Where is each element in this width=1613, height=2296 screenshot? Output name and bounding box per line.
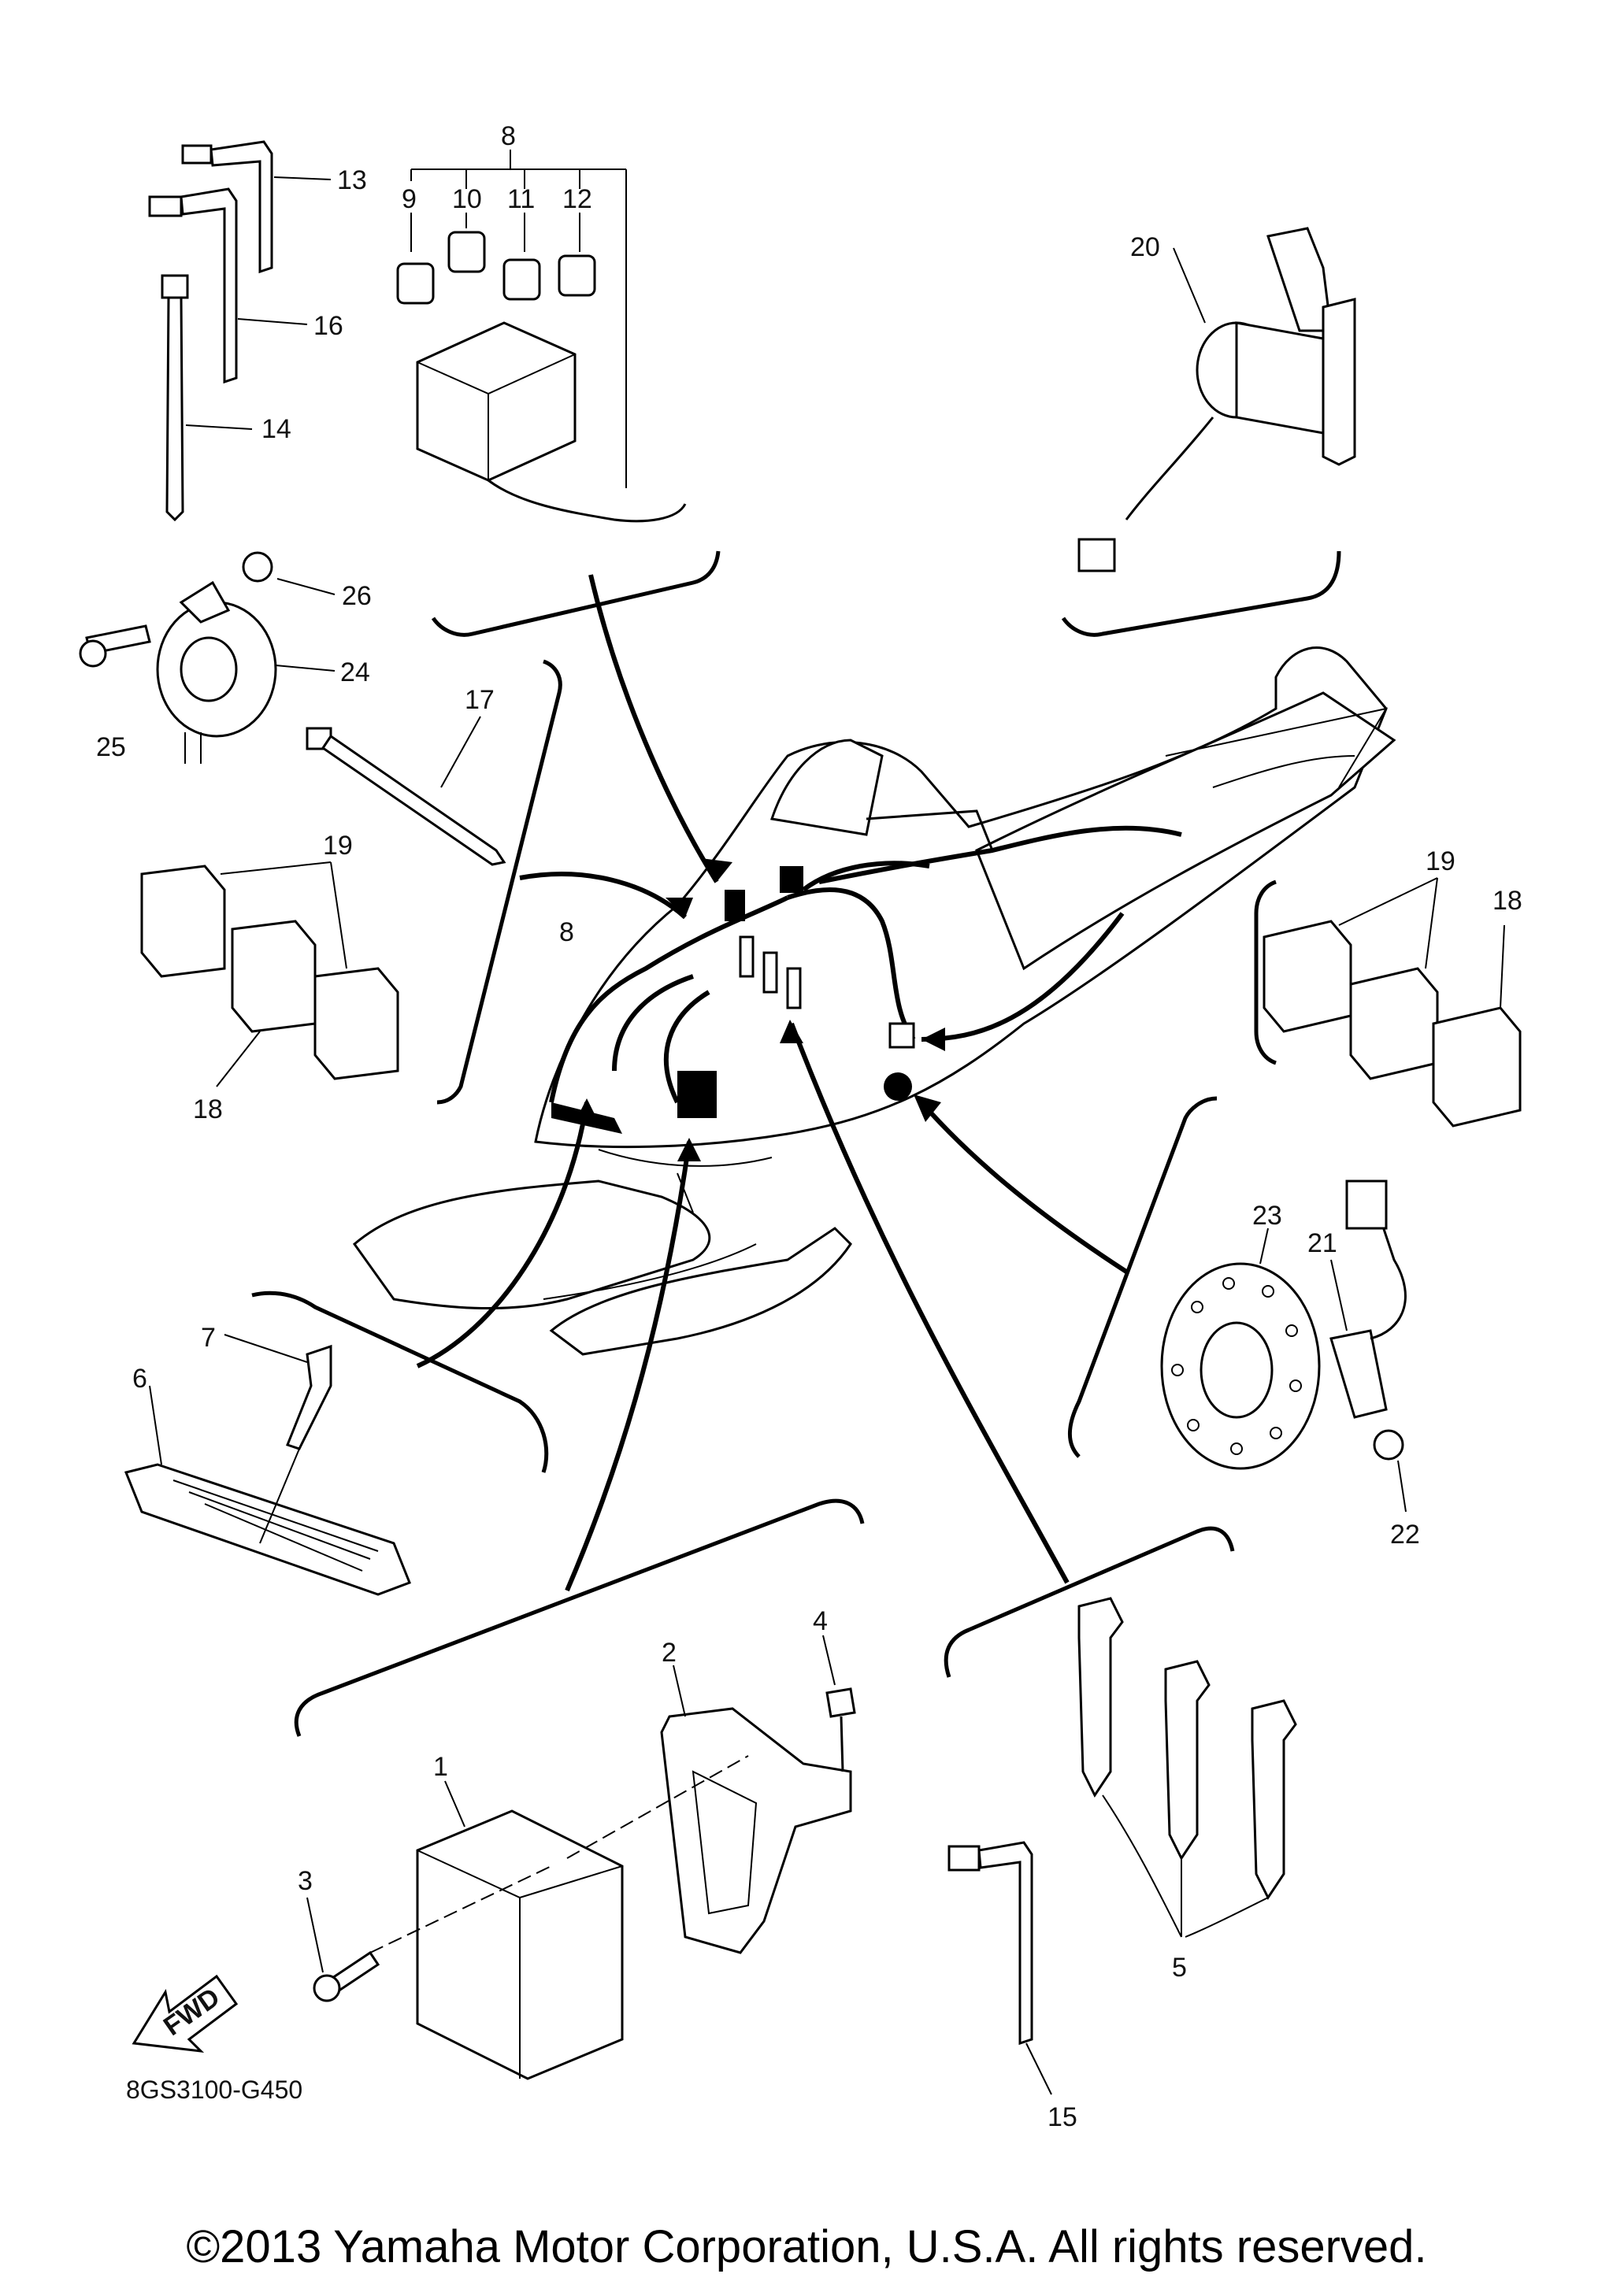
callout-18-left: 18: [193, 1094, 223, 1124]
leader-lines: [416, 574, 1128, 1592]
callout-19-left: 19: [323, 831, 353, 861]
copyright-notice: ©2013 Yamaha Motor Corporation, U.S.A. A…: [186, 2221, 1427, 2272]
cable-ties-group: [148, 140, 332, 522]
fwd-arrow-icon: FWD: [132, 1974, 239, 2053]
callout-20: 20: [1130, 232, 1160, 262]
callout-4: 4: [813, 1606, 828, 1636]
callout-labels: 1 2 3 4 5 6 7 8 8 9 10 11 12 13 14 15 16…: [96, 121, 1522, 2132]
plug-caps-group: [947, 1597, 1297, 2095]
callout-25: 25: [96, 732, 126, 762]
callout-6: 6: [132, 1364, 147, 1394]
callout-5: 5: [1172, 1953, 1187, 1983]
callout-26: 26: [342, 581, 372, 611]
callout-21: 21: [1307, 1228, 1337, 1258]
horn-group: [79, 551, 336, 764]
callout-10: 10: [452, 184, 482, 214]
diagram-code: 8GS3100-G450: [126, 2076, 302, 2104]
callout-13: 13: [337, 165, 367, 195]
callout-7: 7: [201, 1323, 216, 1353]
callout-23: 23: [1252, 1201, 1282, 1231]
callout-12: 12: [562, 184, 592, 214]
relays-right-group: [1263, 877, 1522, 1128]
callout-22: 22: [1390, 1520, 1420, 1550]
callout-9: 9: [402, 184, 417, 214]
callout-2: 2: [662, 1638, 677, 1668]
relays-left-group: [140, 861, 399, 1087]
cdi-unit-group: [124, 1334, 411, 1596]
callout-14: 14: [261, 414, 291, 444]
callout-15: 15: [1048, 2102, 1077, 2132]
callout-8-harness: 8: [559, 917, 574, 947]
pickup-group: [1160, 1179, 1407, 1513]
ecu-group: [306, 1635, 856, 2080]
cable-tie-17: [306, 716, 506, 866]
group-brackets: [251, 550, 1341, 1737]
callout-1: 1: [433, 1752, 448, 1782]
callout-8-top: 8: [501, 121, 516, 151]
callout-17: 17: [465, 685, 495, 715]
callout-24: 24: [340, 657, 370, 687]
fuse-box-group: [396, 150, 687, 523]
callout-11: 11: [507, 184, 535, 214]
main-switch-group: [1077, 227, 1356, 572]
callout-19-right: 19: [1426, 846, 1455, 876]
callout-18-right: 18: [1492, 886, 1522, 916]
snowmobile-illustration: [352, 646, 1396, 1356]
callout-3: 3: [298, 1866, 313, 1896]
callout-16: 16: [313, 311, 343, 341]
